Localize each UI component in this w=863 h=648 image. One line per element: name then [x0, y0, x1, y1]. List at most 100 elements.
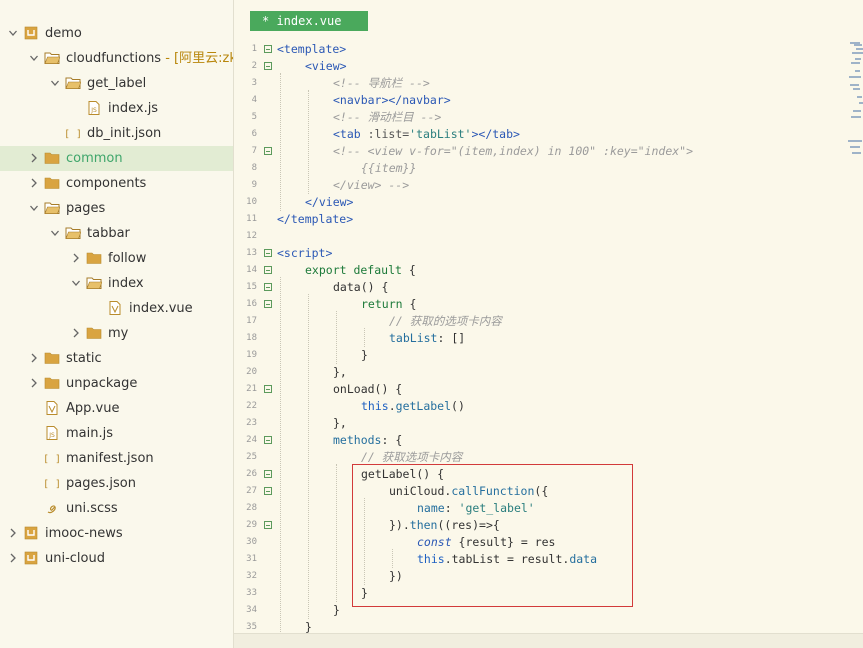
tree-item[interactable]: pages: [0, 196, 233, 221]
code-line[interactable]: 6<tab :list='tabList'></tab>: [234, 126, 834, 143]
horizontal-scrollbar[interactable]: [234, 633, 863, 648]
code-line[interactable]: 34}: [234, 602, 834, 619]
tree-item[interactable]: components: [0, 171, 233, 196]
tree-item[interactable]: follow: [0, 246, 233, 271]
line-number: 25: [246, 452, 257, 462]
fold-toggle-icon[interactable]: [264, 62, 272, 70]
tree-item[interactable]: index: [0, 271, 233, 296]
chevron-down-icon[interactable]: [71, 277, 81, 289]
code-text: // 获取的选项卡内容: [389, 314, 502, 328]
tree-item[interactable]: uni-cloud: [0, 546, 233, 571]
chevron-right-icon[interactable]: [71, 252, 81, 264]
code-line[interactable]: 12: [234, 228, 834, 245]
tree-item[interactable]: [ ]pages.json: [0, 471, 233, 496]
chevron-right-icon[interactable]: [71, 327, 81, 339]
code-line[interactable]: 33}: [234, 585, 834, 602]
chevron-down-icon[interactable]: [50, 77, 60, 89]
code-line[interactable]: 7<!-- <view v-for="(item,index) in 100" …: [234, 143, 834, 160]
chevron-right-icon[interactable]: [8, 552, 18, 564]
tree-item[interactable]: [ ]db_init.json: [0, 121, 233, 146]
code-editor[interactable]: * index.vue 1<template>2<view>3<!-- 导航栏 …: [234, 0, 863, 648]
code-line[interactable]: 25// 获取选项卡内容: [234, 449, 834, 466]
tree-item[interactable]: App.vue: [0, 396, 233, 421]
fold-toggle-icon[interactable]: [264, 147, 272, 155]
tree-item[interactable]: tabbar: [0, 221, 233, 246]
code-line[interactable]: 17// 获取的选项卡内容: [234, 313, 834, 330]
minimap-mark: [855, 70, 860, 72]
minimap-mark: [852, 52, 863, 54]
code-line[interactable]: 3<!-- 导航栏 -->: [234, 75, 834, 92]
chevron-right-icon[interactable]: [29, 377, 39, 389]
code-line[interactable]: 2<view>: [234, 58, 834, 75]
fold-toggle-icon[interactable]: [264, 45, 272, 53]
code-line[interactable]: 29}).then((res)=>{: [234, 517, 834, 534]
chevron-right-icon[interactable]: [29, 352, 39, 364]
panel-divider[interactable]: [233, 0, 234, 648]
tree-item[interactable]: [ ]manifest.json: [0, 446, 233, 471]
chevron-right-icon[interactable]: [8, 527, 18, 539]
tree-item[interactable]: uni.scss: [0, 496, 233, 521]
vue-file-icon: [107, 301, 123, 315]
tree-item[interactable]: index.vue: [0, 296, 233, 321]
tree-item-label: App.vue: [66, 401, 120, 416]
minimap[interactable]: [847, 40, 863, 170]
code-line[interactable]: 4<navbar></navbar>: [234, 92, 834, 109]
fold-toggle-icon[interactable]: [264, 470, 272, 478]
fold-toggle-icon[interactable]: [264, 283, 272, 291]
fold-toggle-icon[interactable]: [264, 300, 272, 308]
fold-toggle-icon[interactable]: [264, 249, 272, 257]
tree-item[interactable]: demo: [0, 21, 233, 46]
code-line[interactable]: 1<template>: [234, 41, 834, 58]
tab-index-vue[interactable]: * index.vue: [250, 11, 368, 31]
chevron-down-icon[interactable]: [29, 52, 39, 64]
code-text: onLoad() {: [333, 382, 403, 396]
tree-item[interactable]: my: [0, 321, 233, 346]
code-line[interactable]: 10</view>: [234, 194, 834, 211]
tree-item[interactable]: cloudfunctions - [阿里云:zk-d: [0, 46, 233, 71]
chevron-down-icon[interactable]: [29, 202, 39, 214]
code-line[interactable]: 20},: [234, 364, 834, 381]
code-line[interactable]: 5<!-- 滑动栏目 -->: [234, 109, 834, 126]
code-text: </view> -->: [333, 178, 410, 192]
tree-item[interactable]: common: [0, 146, 233, 171]
folder-open-icon: [44, 51, 61, 65]
code-line[interactable]: 11</template>: [234, 211, 834, 228]
chevron-right-icon[interactable]: [29, 152, 39, 164]
fold-toggle-icon[interactable]: [264, 487, 272, 495]
chevron-right-icon[interactable]: [29, 177, 39, 189]
code-line[interactable]: 19}: [234, 347, 834, 364]
line-number: 12: [246, 231, 257, 241]
fold-toggle-icon[interactable]: [264, 436, 272, 444]
code-line[interactable]: 32}): [234, 568, 834, 585]
fold-toggle-icon[interactable]: [264, 266, 272, 274]
tree-item[interactable]: imooc-news: [0, 521, 233, 546]
code-line[interactable]: 9</view> -->: [234, 177, 834, 194]
fold-toggle-icon[interactable]: [264, 521, 272, 529]
chevron-down-icon[interactable]: [8, 27, 18, 39]
code-line[interactable]: 35}: [234, 619, 834, 636]
code-line[interactable]: 13<script>: [234, 245, 834, 262]
tree-item[interactable]: static: [0, 346, 233, 371]
code-line[interactable]: 8{{item}}: [234, 160, 834, 177]
tree-item[interactable]: unpackage: [0, 371, 233, 396]
code-line[interactable]: 23},: [234, 415, 834, 432]
chevron-down-icon[interactable]: [50, 227, 60, 239]
tree-item[interactable]: get_label: [0, 71, 233, 96]
fold-toggle-icon[interactable]: [264, 385, 272, 393]
minimap-mark: [852, 152, 861, 154]
